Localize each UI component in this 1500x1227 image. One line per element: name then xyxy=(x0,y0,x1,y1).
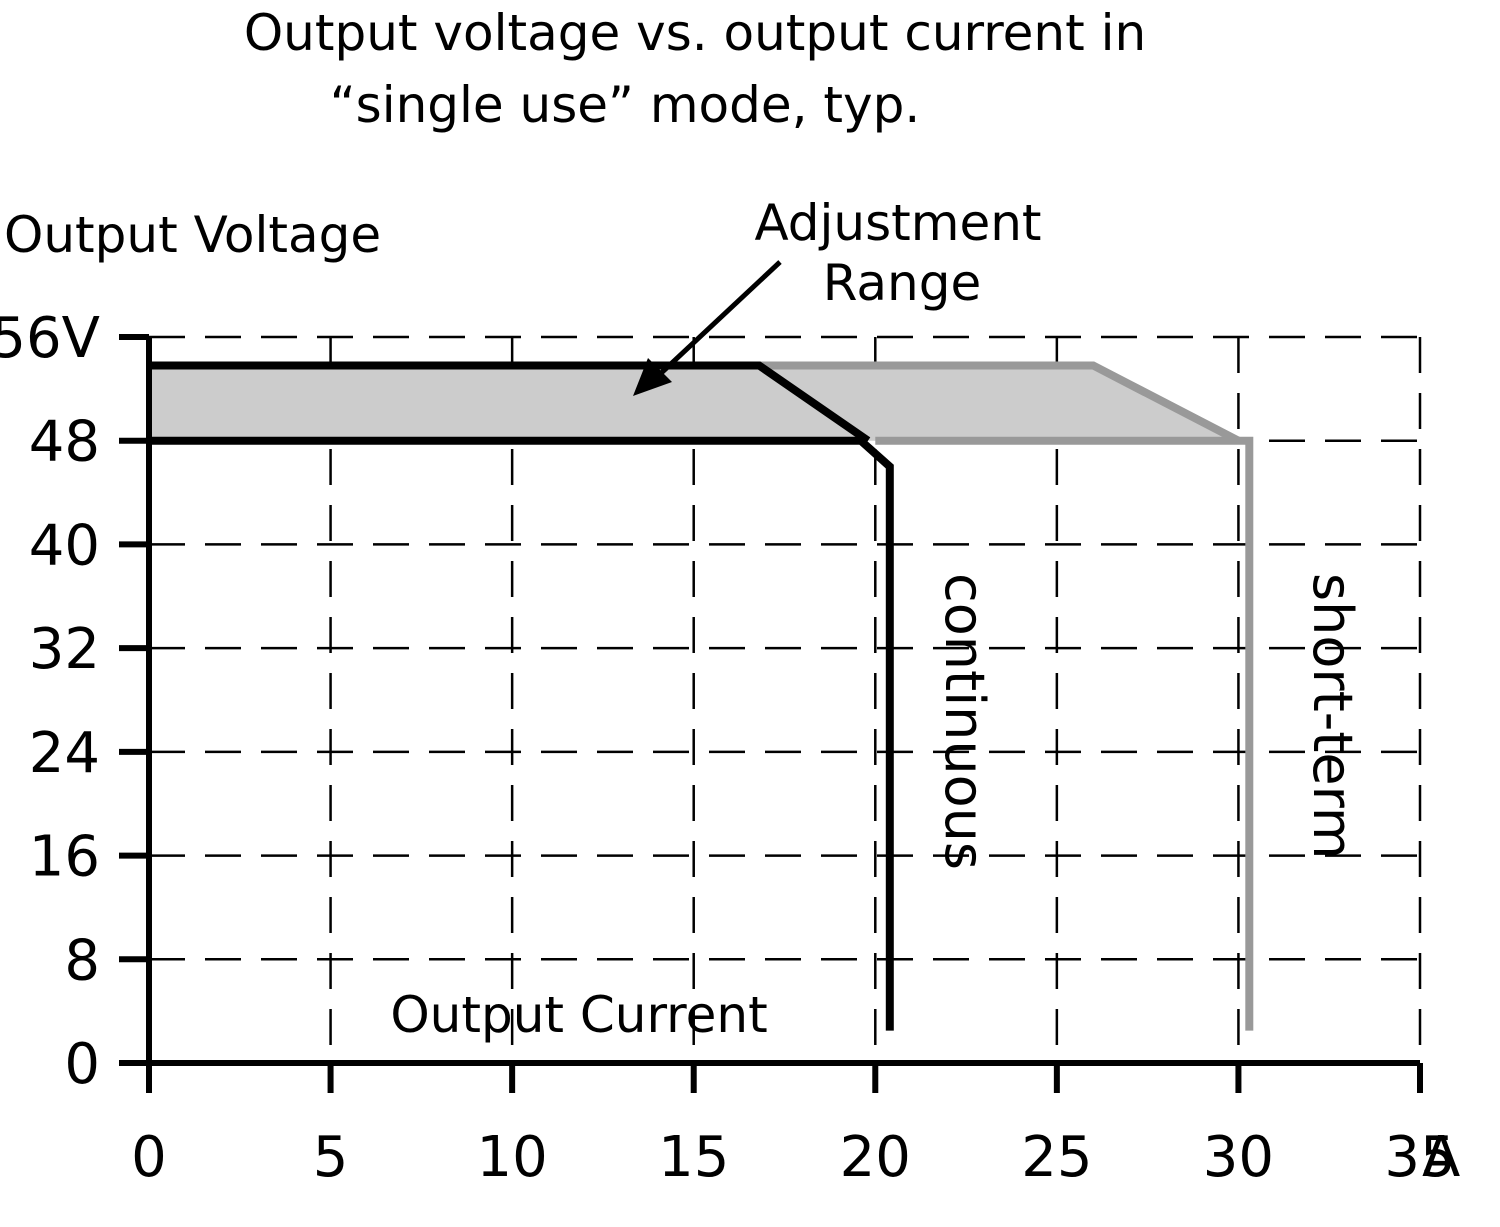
grid xyxy=(149,335,1422,1063)
y-tick-label-0: 0 xyxy=(64,1032,100,1097)
annotation-arrow-shaft xyxy=(656,260,782,378)
chart-title-line-2: “single use” mode, typ. xyxy=(330,76,921,134)
y-tick-label-24: 24 xyxy=(29,721,100,786)
x-tick-label-5: 5 xyxy=(313,1125,349,1190)
y-axis-label: Output Voltage xyxy=(4,206,381,264)
axes xyxy=(119,334,1423,1093)
x-tick-label-10: 10 xyxy=(477,1125,548,1190)
y-tick-label-8: 8 xyxy=(64,928,100,993)
x-tick-label-20: 20 xyxy=(840,1125,911,1190)
chart-title-line-1: Output voltage vs. output current in xyxy=(244,4,1146,62)
x-tick-labels: 0 5 10 15 20 25 30 35 xyxy=(131,1125,1455,1190)
x-axis-label: Output Current xyxy=(390,986,767,1044)
adjustment-range-region xyxy=(149,365,1239,441)
y-tick-label-56: 56V xyxy=(0,306,100,371)
x-tick-label-30: 30 xyxy=(1203,1125,1274,1190)
x-tick-label-25: 25 xyxy=(1021,1125,1092,1190)
annotation-arrow-head xyxy=(633,358,672,396)
series-short-term-lower-line xyxy=(875,436,1254,1031)
series-label-short-term: short-term xyxy=(1301,573,1364,860)
series-short-term-upper-line xyxy=(759,361,1241,445)
region-label-line-1: Adjustment xyxy=(754,194,1041,252)
x-axis-unit: A xyxy=(1422,1125,1460,1190)
region-label-line-2: Range xyxy=(823,254,981,312)
series-continuous-upper-line xyxy=(149,361,871,444)
x-tick-label-15: 15 xyxy=(658,1125,729,1190)
x-tick-label-0: 0 xyxy=(131,1125,167,1190)
y-tick-labels: 0 8 16 24 32 40 48 56V xyxy=(0,306,100,1097)
y-tick-label-40: 40 xyxy=(29,513,100,578)
y-tick-label-32: 32 xyxy=(29,617,100,682)
series-label-continuous: continuous xyxy=(933,573,996,870)
series-lines xyxy=(149,361,1254,1031)
adjustment-range-fill xyxy=(149,365,1239,441)
series-continuous-lower-line xyxy=(149,436,894,1031)
x-tick-label-35: 35 xyxy=(1384,1125,1455,1190)
y-tick-label-16: 16 xyxy=(29,825,100,890)
y-tick-label-48: 48 xyxy=(29,410,100,475)
